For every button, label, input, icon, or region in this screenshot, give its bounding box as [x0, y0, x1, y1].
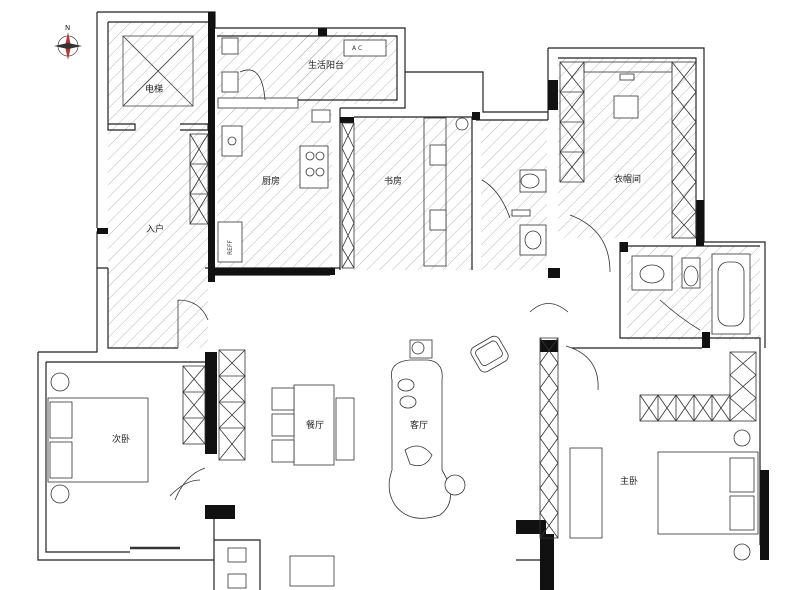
study-shelf: [341, 122, 355, 269]
dining-fixtures: [271, 384, 355, 466]
kitchen-sink: [221, 125, 243, 157]
study-floor: [354, 117, 472, 270]
corridor-door: [569, 214, 611, 273]
fridge: [217, 221, 243, 263]
label-fridge: REFF: [227, 240, 234, 255]
nightstand-4: [733, 543, 751, 561]
nightstand-2: [50, 484, 70, 504]
label-laundry: A C: [352, 45, 362, 52]
label-balcony: 生活阳台: [308, 59, 344, 71]
corridor-wardrobe: [218, 349, 246, 461]
compass-rose: N: [54, 24, 82, 60]
compass-north: N: [65, 24, 70, 32]
study-chair-1: [429, 144, 447, 166]
study-chair-2: [429, 209, 447, 231]
closet-stool: [613, 95, 639, 119]
second-bedroom-wardrobe: [182, 365, 206, 445]
hatched-floors: [108, 22, 760, 348]
label-second-bedroom: 次卧: [112, 433, 130, 445]
bathroom2-fixtures: [631, 253, 751, 335]
nightstand-3: [733, 429, 751, 447]
wardrobes: [182, 61, 757, 539]
label-living: 客厅: [410, 419, 428, 431]
second-bedroom-fixtures: [47, 372, 201, 504]
closet-top-cabinet: [583, 61, 673, 73]
doors: [174, 69, 611, 501]
bottom-fixtures: [130, 546, 335, 589]
label-kitchen: 厨房: [262, 175, 280, 187]
master-bedroom-fixtures: [569, 429, 759, 561]
study-lamp: [455, 117, 469, 131]
entry-floor: [108, 22, 208, 348]
bathroom1-fixtures: [481, 169, 547, 256]
balcony-door: [239, 69, 266, 101]
dining-chair-3: [271, 439, 295, 463]
label-master-bedroom: 主卧: [620, 475, 638, 487]
dining-chair-1: [271, 387, 295, 411]
coffee-table: [444, 474, 466, 496]
closet-right-wardrobe: [671, 61, 697, 239]
closet-left-wardrobe: [559, 61, 585, 183]
master-wardrobe: [639, 351, 757, 422]
washer-box-2: [221, 71, 239, 93]
kitchen-fixtures: [217, 37, 387, 263]
nightstand-1: [50, 372, 70, 392]
label-dining: 餐厅: [306, 419, 324, 431]
dining-chair-2: [271, 413, 295, 437]
living-fixtures: [388, 335, 509, 519]
room-labels: 电梯 生活阳台 厨房 入户 书房 衣帽间 次卧 餐厅 客厅 主卧 REFF A …: [112, 45, 641, 487]
entry-wardrobe: [189, 133, 209, 225]
dining-table: [293, 384, 335, 466]
elevator-shaft: [122, 35, 194, 107]
closet-fixtures: [613, 73, 639, 119]
kitchen-west-wall: [208, 12, 215, 282]
walls-solid: [97, 12, 769, 590]
label-closet: 衣帽间: [614, 173, 641, 185]
study-door: [529, 303, 569, 313]
label-elevator: 电梯: [145, 83, 163, 95]
tv-cabinet: [569, 447, 603, 539]
washer-box-1: [221, 37, 239, 55]
study-desk: [423, 117, 447, 267]
label-study: 书房: [384, 175, 402, 187]
study-fixtures: [423, 117, 469, 267]
sideboard: [335, 397, 355, 461]
label-entry: 入户: [146, 223, 164, 235]
laundry-machine: [343, 39, 387, 57]
cooktop: [299, 145, 329, 189]
living-wall-cabinet: [539, 337, 559, 539]
